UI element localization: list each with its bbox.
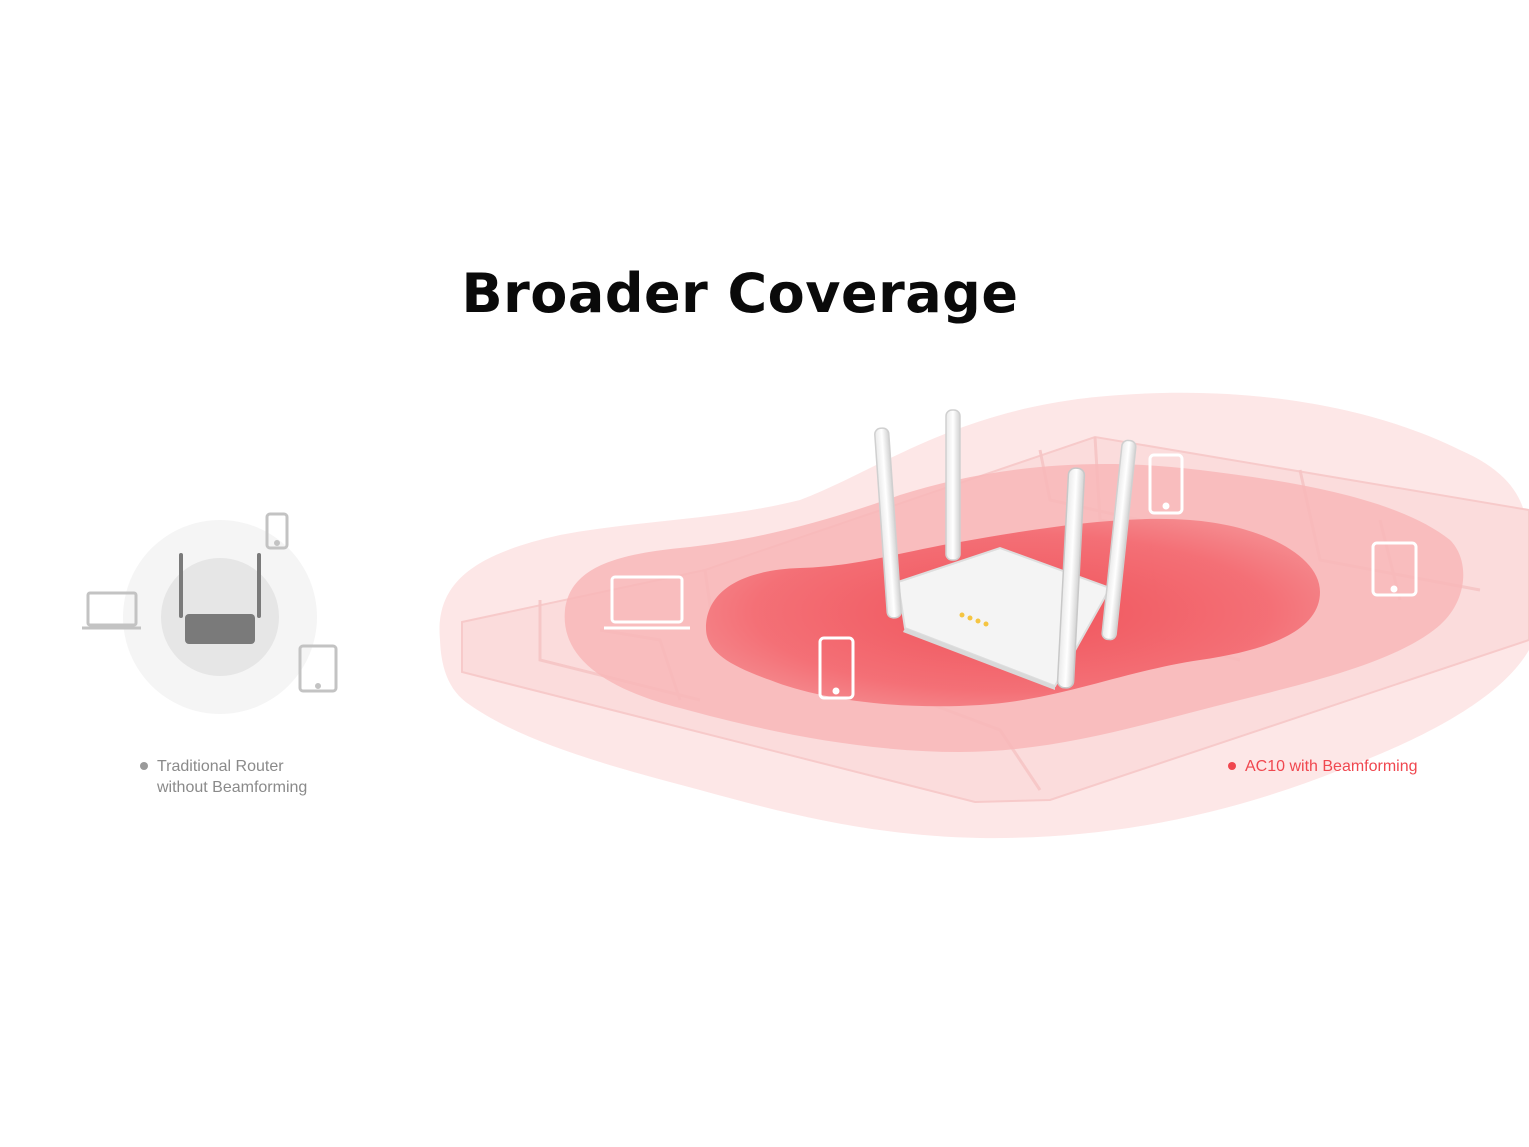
router-leds — [959, 612, 989, 627]
legend-ac10-label: AC10 with Beamforming — [1245, 758, 1418, 775]
legend-traditional-line1: Traditional Router — [157, 758, 284, 775]
laptop-icon — [604, 575, 690, 630]
traditional-router-icon — [179, 553, 261, 644]
legend-dot-gray — [140, 762, 148, 770]
legend-ac10: AC10 with Beamforming — [1228, 756, 1418, 777]
ac10-coverage-illustration — [439, 392, 1529, 839]
traditional-router-illustration — [82, 512, 338, 714]
ac10-router-image — [874, 409, 1137, 690]
laptop-icon — [82, 591, 141, 630]
tablet-icon — [1371, 541, 1418, 597]
legend-traditional-router: Traditional Router without Beamforming — [140, 756, 307, 798]
legend-traditional-line2: without Beamforming — [157, 779, 308, 796]
page-title: Broader Coverage — [461, 262, 1019, 325]
tablet-icon — [298, 644, 338, 693]
phone-icon — [1148, 453, 1184, 515]
phone-icon — [818, 636, 855, 700]
legend-dot-red — [1228, 762, 1236, 770]
phone-icon — [265, 512, 289, 550]
